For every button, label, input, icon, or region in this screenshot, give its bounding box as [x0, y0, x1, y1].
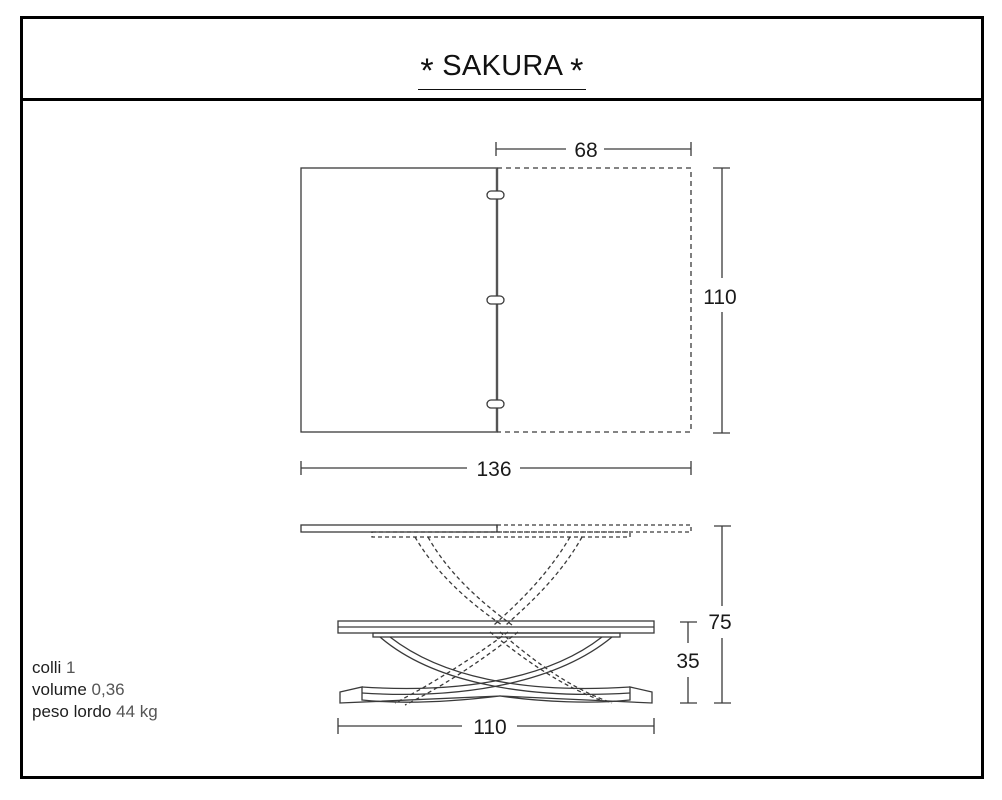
dimension-base-length — [337, 718, 655, 734]
raised-top-extension — [496, 524, 692, 533]
dimension-height-min — [680, 621, 697, 704]
table-top-extension — [497, 167, 692, 433]
spec-weight: peso lordo 44 kg — [32, 702, 158, 721]
label-height-min: 35 — [676, 650, 699, 673]
title-underline: * SAKURA * — [418, 45, 586, 90]
plan-view — [300, 142, 730, 475]
legs — [339, 636, 653, 704]
label-total-length: 136 — [476, 458, 511, 481]
product-name: SAKURA — [442, 50, 562, 82]
asterisk-icon: * — [570, 52, 584, 90]
hinge-icon — [486, 190, 505, 200]
lowered-frame — [372, 632, 621, 638]
label-base-length: 110 — [473, 716, 506, 739]
raised-legs — [394, 536, 613, 706]
label-extension-width: 68 — [574, 139, 597, 162]
dimension-total-length — [300, 461, 692, 475]
shipping-specs: colli 1 volume 0,36 peso lordo 44 kg — [32, 657, 158, 723]
header: * SAKURA * — [23, 19, 981, 101]
hinge-icon — [486, 295, 505, 305]
table-top-closed — [300, 167, 498, 433]
spec-volume: volume 0,36 — [32, 680, 125, 699]
spec-colli: colli 1 — [32, 658, 76, 677]
label-depth: 110 — [703, 286, 736, 309]
side-view — [300, 524, 731, 734]
label-height-max: 75 — [708, 611, 731, 634]
asterisk-icon: * — [420, 52, 434, 90]
raised-frame — [371, 531, 631, 538]
dimension-height-max — [714, 525, 731, 704]
dimension-depth — [713, 167, 730, 434]
hinge-icon — [486, 399, 505, 409]
sheet-frame: * SAKURA * — [20, 16, 984, 779]
dimension-extension-width — [495, 142, 692, 156]
raised-top — [300, 524, 498, 533]
page-title: * SAKURA * — [23, 45, 981, 90]
